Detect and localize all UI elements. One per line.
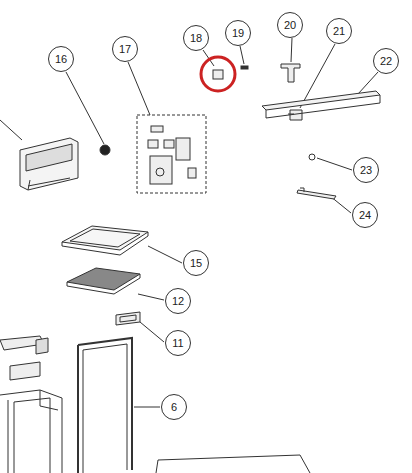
callout-number: 21 xyxy=(326,18,352,44)
callout-number: 6 xyxy=(161,394,187,420)
callout-number: 22 xyxy=(373,48,399,74)
callout-number: 24 xyxy=(352,202,378,228)
callout-number: 11 xyxy=(165,330,191,356)
callout-number: 23 xyxy=(353,157,379,183)
callout-number: 17 xyxy=(112,36,138,62)
callout-number: 18 xyxy=(183,25,209,51)
callout-number: 15 xyxy=(183,250,209,276)
callout-number: 20 xyxy=(277,12,303,38)
callout-number: 19 xyxy=(225,20,251,46)
callout-number: 12 xyxy=(165,288,191,314)
callout-number: 16 xyxy=(48,46,74,72)
